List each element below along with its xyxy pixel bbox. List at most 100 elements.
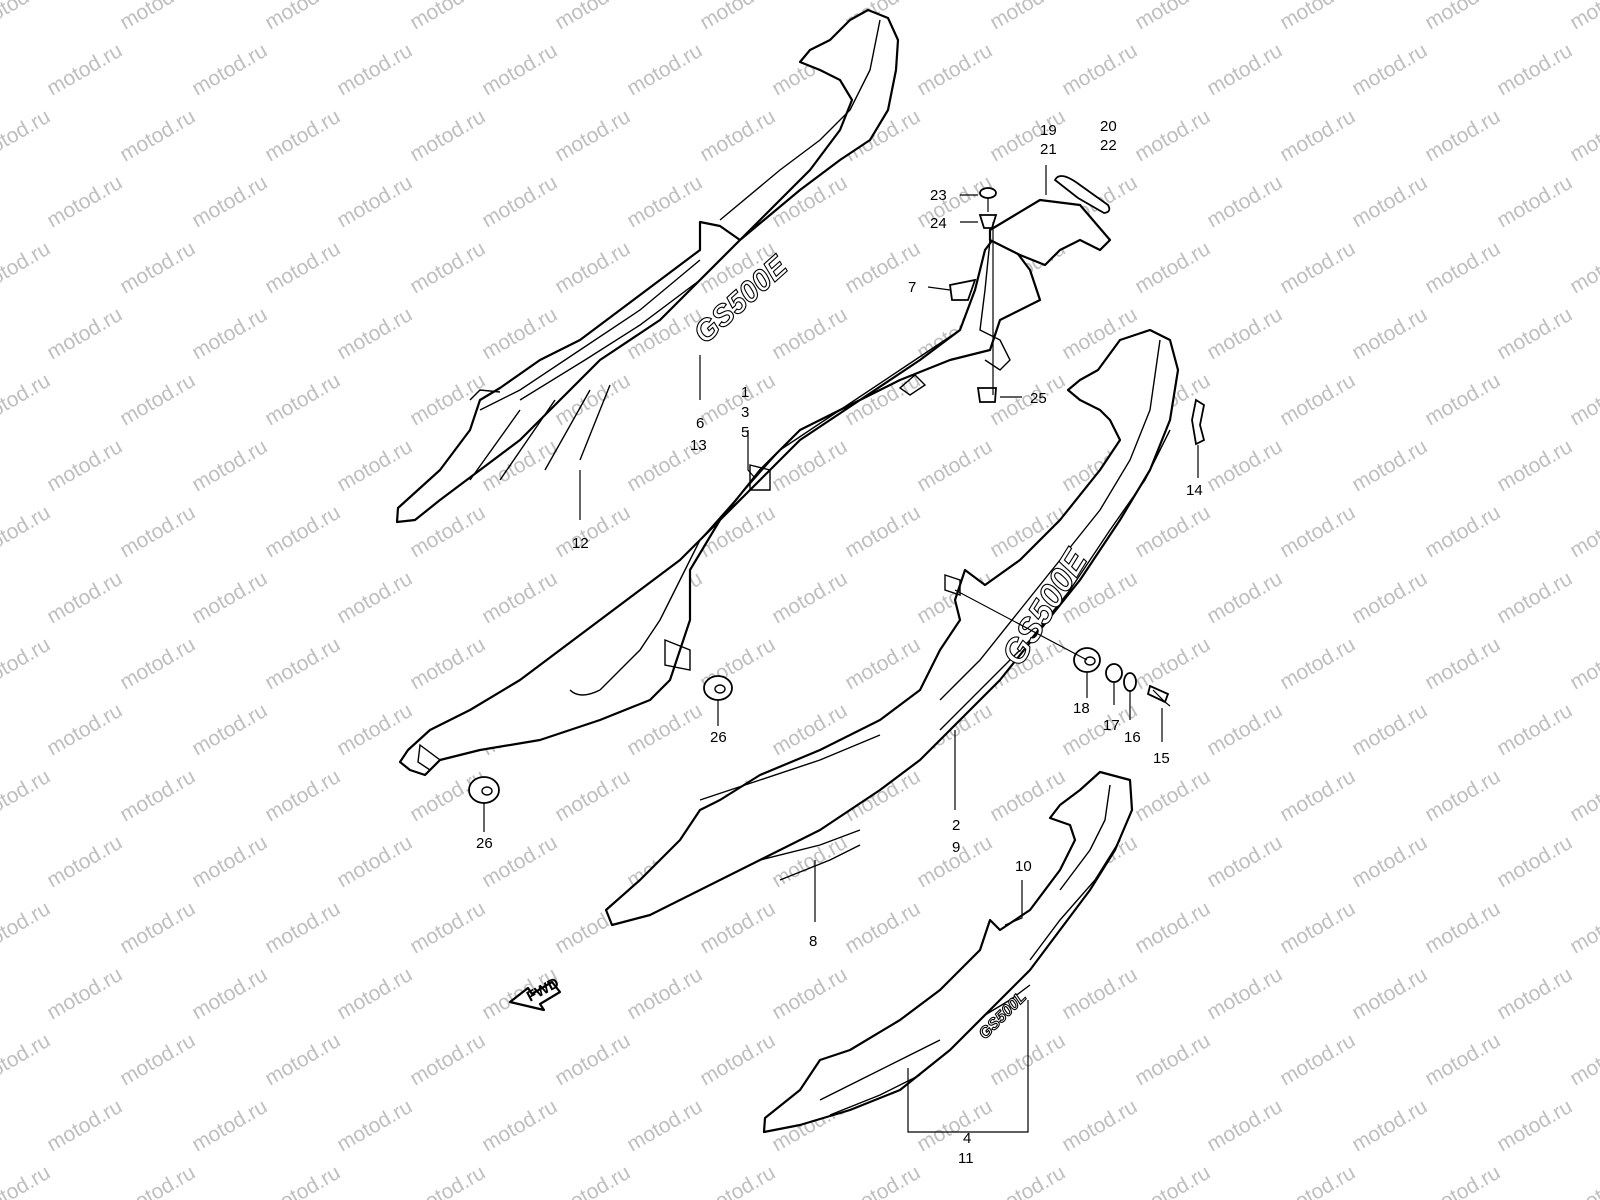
watermark-text: motod.ru: [188, 171, 271, 232]
watermark-text: motod.ru: [116, 0, 199, 34]
watermark-text: motod.ru: [333, 963, 416, 1024]
watermark-text: motod.ru: [1203, 567, 1286, 628]
clip-part-14: [1191, 398, 1206, 446]
watermark-text: motod.ru: [1493, 171, 1576, 232]
watermark-text: motod.ru: [841, 633, 924, 694]
watermark-text: motod.ru: [1203, 303, 1286, 364]
watermark-text: motod.ru: [768, 963, 851, 1024]
watermark-text: motod.ru: [261, 633, 344, 694]
watermark-text: motod.ru: [1131, 1029, 1214, 1090]
watermark-text: motod.ru: [188, 1095, 271, 1156]
watermark-text: motod.ru: [1203, 831, 1286, 892]
rear-bracket: [979, 198, 1112, 371]
watermark-text: motod.ru: [696, 0, 779, 34]
watermark-text: motod.ru: [1421, 1161, 1504, 1200]
callout-8: 8: [809, 933, 817, 950]
watermark-text: motod.ru: [1348, 1095, 1431, 1156]
watermark-text: motod.ru: [478, 1095, 561, 1156]
watermark-text: motod.ru: [43, 567, 126, 628]
watermark-text: motod.ru: [1566, 369, 1600, 430]
watermark-text: motod.ru: [116, 897, 199, 958]
watermark-text: motod.ru: [1493, 699, 1576, 760]
callout-20: 20: [1100, 118, 1117, 135]
watermark-text: motod.ru: [1276, 897, 1359, 958]
watermark-text: motod.ru: [986, 105, 1069, 166]
watermark-text: motod.ru: [986, 369, 1069, 430]
watermark-text: motod.ru: [1348, 963, 1431, 1024]
leader-lines: [483, 165, 1199, 1133]
watermark-text: motod.ru: [0, 765, 54, 826]
callout-3: 3: [741, 404, 749, 421]
watermark-text: motod.ru: [261, 369, 344, 430]
watermark-text: motod.ru: [43, 1095, 126, 1156]
watermark-text: motod.ru: [0, 633, 54, 694]
watermark-text: motod.ru: [1493, 831, 1576, 892]
watermark-text: motod.ru: [333, 435, 416, 496]
watermark-text: motod.ru: [116, 1029, 199, 1090]
watermark-text: motod.ru: [1566, 0, 1600, 34]
watermark-text: motod.ru: [406, 897, 489, 958]
watermark-text: motod.ru: [1131, 633, 1214, 694]
callout-5: 5: [741, 424, 749, 441]
watermark-text: motod.ru: [478, 171, 561, 232]
clip-part-25: [976, 387, 997, 403]
watermark-text: motod.ru: [1276, 237, 1359, 298]
watermark-text: motod.ru: [1276, 765, 1359, 826]
watermark-text: motod.ru: [1276, 1029, 1359, 1090]
watermark-text: motod.ru: [1131, 501, 1214, 562]
watermark-text: motod.ru: [768, 435, 851, 496]
watermark-text: motod.ru: [188, 303, 271, 364]
watermark-text: motod.ru: [1058, 39, 1141, 100]
watermark-text: motod.ru: [188, 435, 271, 496]
watermark-text: motod.ru: [188, 39, 271, 100]
watermark-text: motod.ru: [1566, 765, 1600, 826]
watermark-text: motod.ru: [1566, 237, 1600, 298]
watermark-text: motod.ru: [551, 237, 634, 298]
watermark-text: motod.ru: [1421, 501, 1504, 562]
watermark-text: motod.ru: [116, 237, 199, 298]
watermark-text: motod.ru: [1348, 39, 1431, 100]
watermark-text: motod.ru: [0, 1161, 54, 1200]
watermark-text: motod.ru: [1566, 501, 1600, 562]
watermark-text: motod.ru: [913, 1095, 996, 1156]
watermark-text: motod.ru: [1276, 1161, 1359, 1200]
watermark-text: motod.ru: [333, 303, 416, 364]
watermark-text: motod.ru: [43, 963, 126, 1024]
watermark-text: motod.ru: [1276, 0, 1359, 34]
watermark-text: motod.ru: [1348, 435, 1431, 496]
watermark-text: motod.ru: [1493, 435, 1576, 496]
callout-21: 21: [1040, 141, 1057, 158]
watermark-text: motod.ru: [116, 1161, 199, 1200]
watermark-text: motod.ru: [1493, 1095, 1576, 1156]
watermark-text: motod.ru: [1566, 897, 1600, 958]
watermark-text: motod.ru: [623, 699, 706, 760]
watermark-text: motod.ru: [1203, 171, 1286, 232]
callout-10: 10: [1015, 858, 1032, 875]
nut-part-24: [978, 214, 998, 229]
watermark-text: motod.ru: [1493, 39, 1576, 100]
watermark-text: motod.ru: [43, 435, 126, 496]
watermark-text: motod.ru: [986, 1161, 1069, 1200]
watermark-text: motod.ru: [1421, 105, 1504, 166]
emblem-part-20: [1053, 175, 1111, 214]
watermark-text: motod.ru: [0, 897, 54, 958]
watermark-text: motod.ru: [1203, 963, 1286, 1024]
screw-part-23: [979, 187, 997, 212]
watermark-text: motod.ru: [1131, 1161, 1214, 1200]
watermark-text: motod.ru: [1493, 303, 1576, 364]
clip-part-7: [948, 278, 977, 301]
watermark-text: motod.ru: [406, 633, 489, 694]
watermark-text: motod.ru: [1276, 369, 1359, 430]
callout-6: 6: [696, 415, 704, 432]
watermark-text: motod.ru: [551, 1029, 634, 1090]
watermark-text: motod.ru: [1421, 765, 1504, 826]
watermark-text: motod.ru: [1058, 963, 1141, 1024]
watermark-text: motod.ru: [1348, 171, 1431, 232]
watermark-text: motod.ru: [1566, 1029, 1600, 1090]
callout-13: 13: [690, 437, 707, 454]
watermark-text: motod.ru: [188, 963, 271, 1024]
watermark-text: motod.ru: [1276, 501, 1359, 562]
watermark-text: motod.ru: [1421, 0, 1504, 34]
watermark-text: motod.ru: [913, 39, 996, 100]
watermark-text: motod.ru: [841, 1161, 924, 1200]
